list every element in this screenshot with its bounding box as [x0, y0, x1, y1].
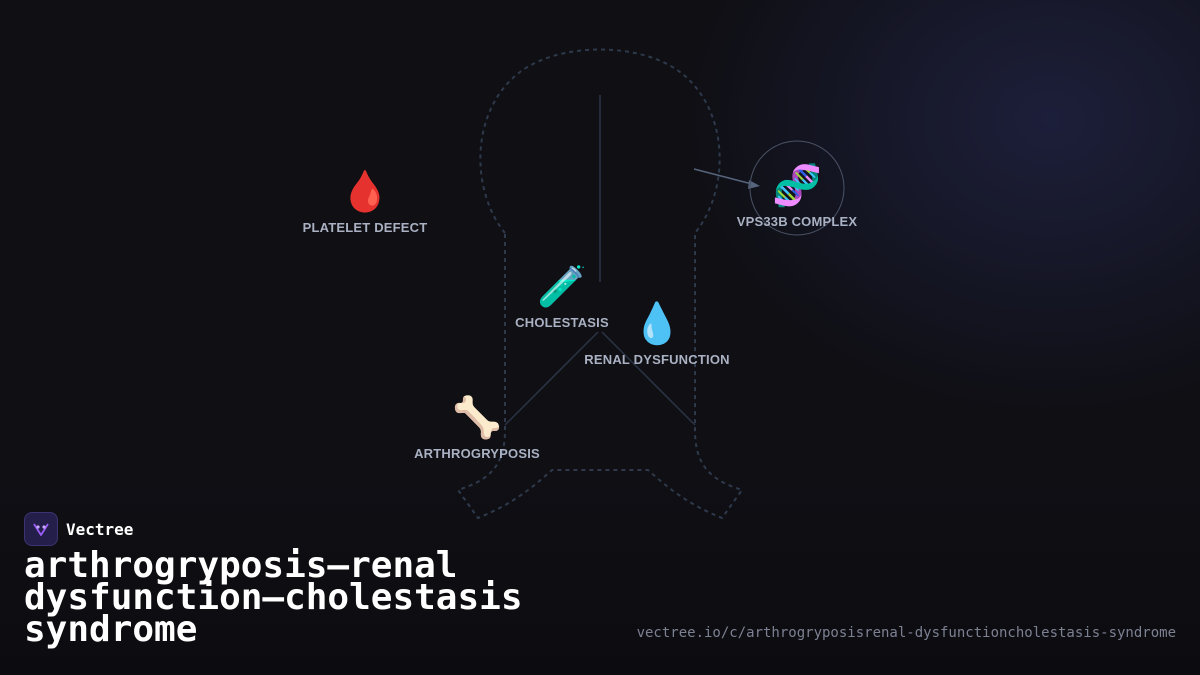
page-url[interactable]: vectree.io/c/arthrogryposisrenal-dysfunc…	[636, 625, 1176, 641]
node-label: ARTHROGRYPOSIS	[414, 446, 540, 461]
page-title: arthrogryposis–renal dysfunction–cholest…	[24, 545, 523, 650]
node-label: VPS33B COMPLEX	[736, 214, 858, 229]
highlight-circle	[749, 140, 845, 236]
test-tube-icon: 🧪	[537, 264, 587, 310]
pointer-arrowhead	[748, 180, 760, 189]
brand[interactable]: Vectree	[24, 512, 133, 546]
bone-icon: 🦴	[452, 395, 502, 441]
node-arthrogryposis: 🦴 ARTHROGRYPOSIS	[414, 394, 540, 461]
body-outline	[456, 48, 744, 520]
left-limb-line	[504, 331, 599, 426]
blood-drop-icon: 🩸	[340, 169, 390, 215]
node-platelet-defect: 🩸 PLATELET DEFECT	[303, 168, 428, 235]
brand-name: Vectree	[66, 519, 134, 539]
dna-icon: 🧬	[772, 163, 822, 209]
node-label: PLATELET DEFECT	[302, 220, 428, 235]
droplet-icon: 💧	[632, 301, 682, 347]
node-label: CHOLESTASIS	[515, 315, 609, 330]
node-cholestasis: 🧪 CHOLESTASIS	[515, 263, 609, 330]
node-renal-dysfunction: 💧 RENAL DYSFUNCTION	[584, 300, 729, 367]
node-vps33b-complex: 🧬 VPS33B COMPLEX	[737, 162, 858, 229]
pointer-line	[693, 168, 753, 185]
node-label: RENAL DYSFUNCTION	[584, 352, 730, 367]
right-limb-line	[601, 331, 696, 426]
vectree-logo-icon	[24, 512, 58, 546]
